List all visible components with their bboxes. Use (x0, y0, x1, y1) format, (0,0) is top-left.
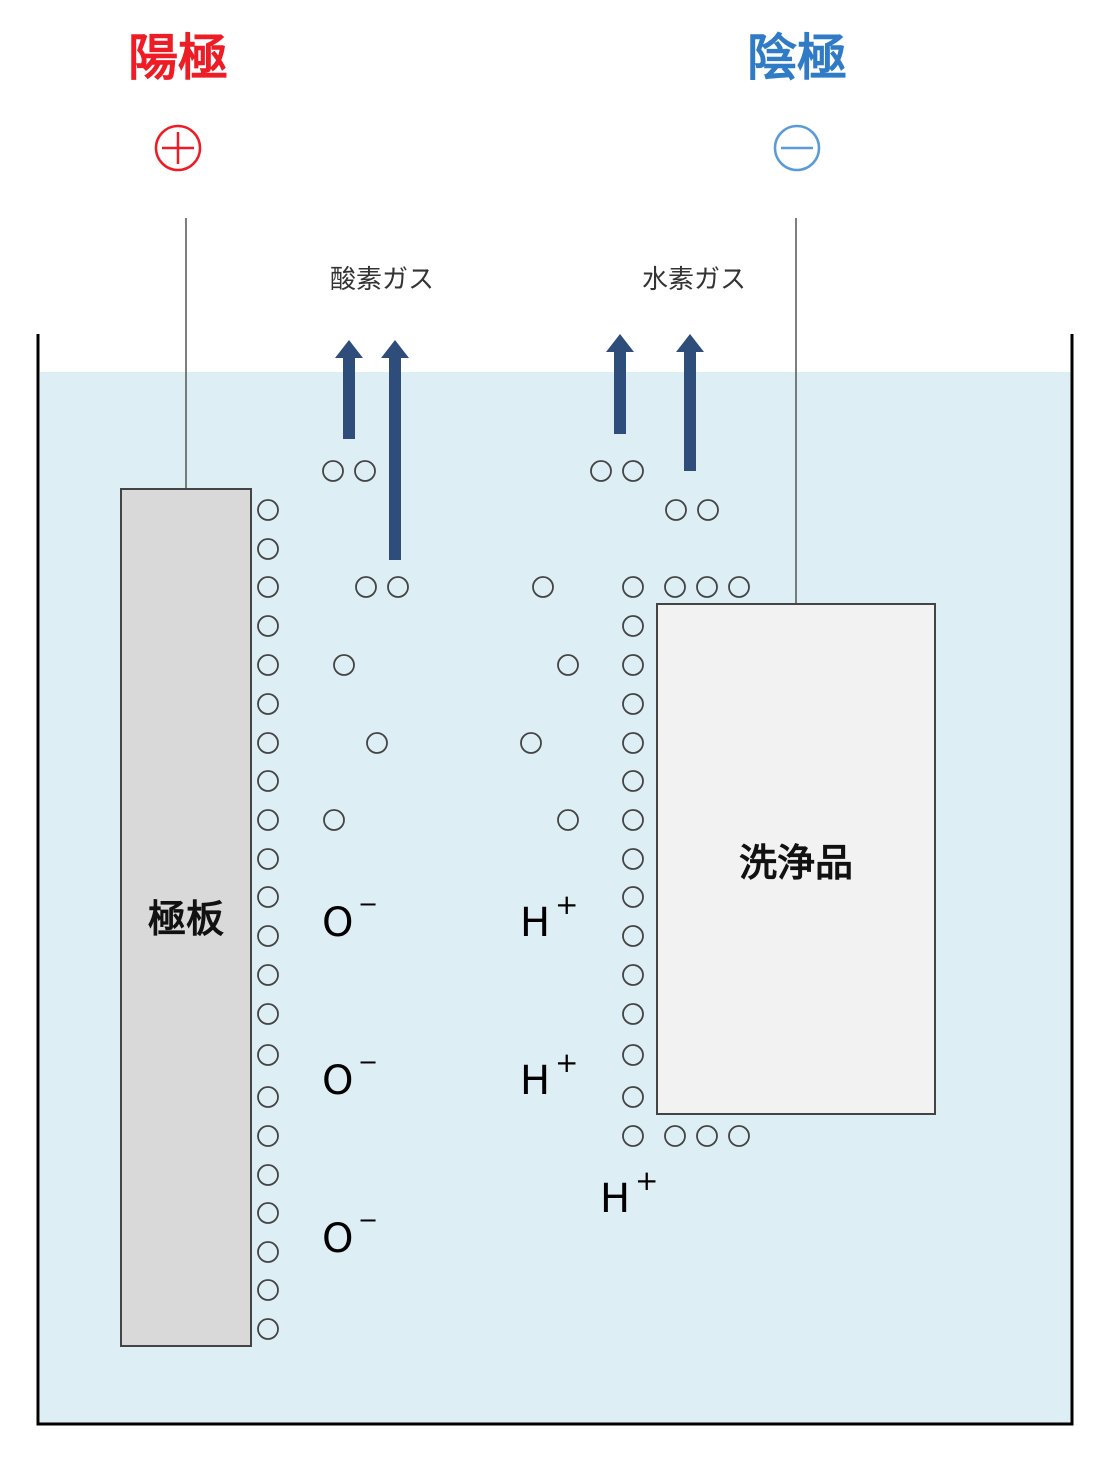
bubble (520, 732, 542, 754)
bubble (257, 1086, 279, 1108)
bubble (622, 732, 644, 754)
bubble (622, 848, 644, 870)
bubble (696, 576, 718, 598)
svg-text:H: H (520, 1058, 550, 1104)
up-arrow-icon (335, 340, 363, 439)
svg-text:+: + (555, 1046, 578, 1079)
up-arrow-icon (381, 340, 409, 560)
gas-arrows (335, 334, 704, 560)
bubble (622, 770, 644, 792)
bubble (387, 576, 409, 598)
bubble (257, 1164, 279, 1186)
hydrogen-ion: H + (520, 1046, 578, 1104)
oxygen-ion: O − (322, 1206, 378, 1262)
cathode-label: 陰極 (747, 29, 847, 87)
anode-label: 陽極 (128, 29, 228, 87)
workpiece-label: 洗浄品 (739, 841, 853, 885)
bubble (257, 1318, 279, 1340)
svg-text:−: − (358, 1206, 378, 1234)
oxygen-ion: O − (322, 1048, 378, 1104)
bubble (697, 499, 719, 521)
bubble (622, 1003, 644, 1025)
bubble (728, 576, 750, 598)
bubble (557, 809, 579, 831)
bubble (622, 1086, 644, 1108)
bubble (257, 732, 279, 754)
bubble (257, 886, 279, 908)
svg-text:O: O (322, 900, 353, 946)
bubble (322, 460, 344, 482)
bubble (257, 499, 279, 521)
up-arrow-icon (676, 334, 704, 471)
bubble (664, 1125, 686, 1147)
bubble (257, 576, 279, 598)
bubble (622, 925, 644, 947)
bubble (557, 654, 579, 676)
svg-text:H: H (520, 900, 550, 946)
oxygen-gas-label: 酸素ガス (330, 265, 434, 295)
bubble (622, 1044, 644, 1066)
bubble (665, 499, 687, 521)
bubble (728, 1125, 750, 1147)
bubble (622, 886, 644, 908)
bubble (257, 1003, 279, 1025)
bubble (622, 693, 644, 715)
bubble (354, 460, 376, 482)
bubble (257, 1044, 279, 1066)
bubble (257, 848, 279, 870)
bubble (257, 693, 279, 715)
tank (36, 334, 1074, 1426)
bubble (257, 654, 279, 676)
svg-text:−: − (358, 1048, 378, 1076)
bubble (323, 809, 345, 831)
bubble (622, 460, 644, 482)
bubble (622, 809, 644, 831)
svg-text:+: + (555, 888, 578, 921)
bubble (333, 654, 355, 676)
hydrogen-gas-label: 水素ガス (642, 265, 746, 295)
minus-icon (773, 124, 821, 172)
svg-text:−: − (358, 890, 378, 918)
bubble (622, 576, 644, 598)
bubble (532, 576, 554, 598)
svg-text:H: H (600, 1176, 630, 1222)
bubble (257, 538, 279, 560)
bubble (622, 615, 644, 637)
plus-icon (154, 124, 202, 172)
bubble (257, 1241, 279, 1263)
bubble (257, 615, 279, 637)
bubble (622, 964, 644, 986)
bubble (257, 964, 279, 986)
up-arrow-icon (606, 334, 634, 434)
workpiece (656, 603, 936, 1115)
svg-text:O: O (322, 1216, 353, 1262)
svg-text:+: + (635, 1164, 658, 1197)
bubble (622, 654, 644, 676)
bubble (355, 576, 377, 598)
bubble (257, 809, 279, 831)
bubble (590, 460, 612, 482)
bubble (257, 925, 279, 947)
bubble (257, 1279, 279, 1301)
hydrogen-ion: H + (520, 888, 578, 946)
bubble (257, 1125, 279, 1147)
electrode-plate (120, 488, 252, 1347)
bubble (257, 770, 279, 792)
hydrogen-ion: H + (600, 1164, 658, 1222)
bubble (664, 576, 686, 598)
gas-bubbles (257, 460, 750, 1340)
bubble (257, 1202, 279, 1224)
oxygen-ion: O − (322, 890, 378, 946)
svg-text:O: O (322, 1058, 353, 1104)
bubble (622, 1125, 644, 1147)
electrode-plate-label: 極板 (148, 897, 224, 941)
bubble (696, 1125, 718, 1147)
bubble (366, 732, 388, 754)
